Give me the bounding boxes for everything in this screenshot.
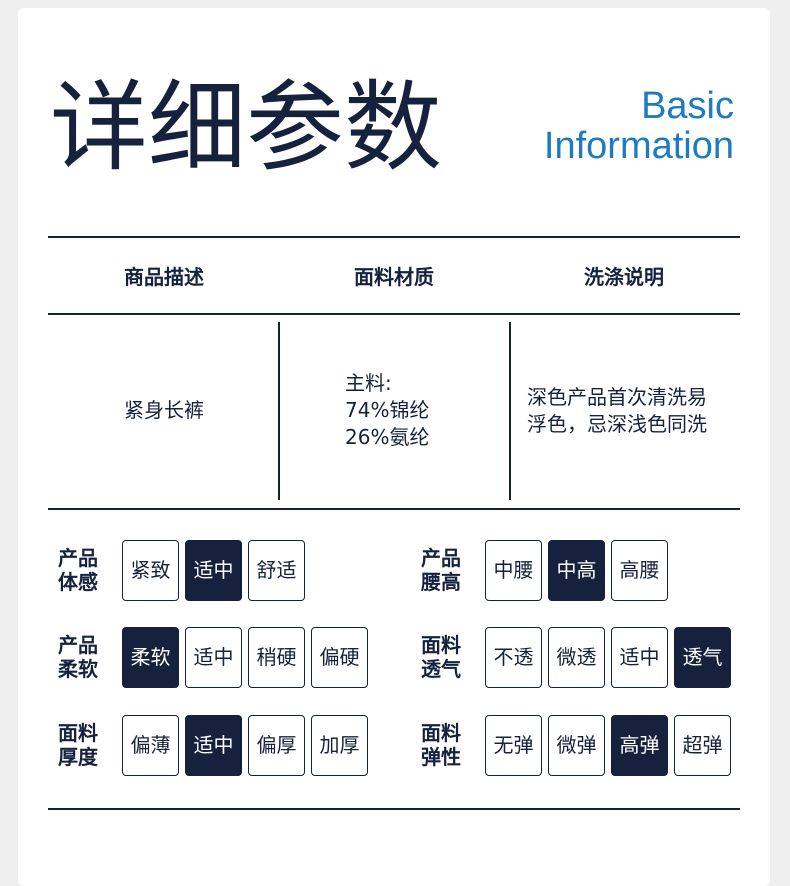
divider-top	[48, 236, 740, 238]
divider-bottom	[48, 808, 740, 810]
attribute-label-line-2: 透气	[421, 657, 461, 681]
attribute-label-line-1: 面料	[421, 721, 461, 745]
page-subtitle: Basic Information	[544, 86, 734, 166]
attribute-option[interactable]: 超弹	[674, 715, 731, 776]
attribute-option-selected[interactable]: 适中	[185, 540, 242, 601]
attribute-label-line-2: 弹性	[421, 745, 461, 769]
attribute-label-line-2: 腰高	[421, 570, 461, 594]
divider-header	[48, 313, 740, 315]
attribute-option[interactable]: 偏硬	[311, 627, 368, 688]
attribute-label-line-1: 产品	[58, 633, 98, 657]
washing-value: 深色产品首次清洗易 浮色，忌深浅色同洗	[527, 384, 707, 438]
attribute-label: 面料弹性	[421, 721, 477, 769]
attribute-option[interactable]: 中腰	[485, 540, 542, 601]
attribute-option-selected[interactable]: 适中	[185, 715, 242, 776]
attribute-option[interactable]: 适中	[185, 627, 242, 688]
attribute-label-line-1: 面料	[58, 721, 98, 745]
material-value: 主料: 74%锦纶 26%氨纶	[345, 370, 429, 451]
attribute-label: 产品腰高	[421, 546, 477, 594]
attribute-option[interactable]: 舒适	[248, 540, 305, 601]
attribute-label: 面料透气	[421, 633, 477, 681]
description-value: 紧身长裤	[124, 398, 204, 422]
washing-line-2: 浮色，忌深浅色同洗	[527, 412, 707, 436]
attribute-label-line-1: 产品	[421, 546, 461, 570]
attribute-label-line-2: 柔软	[58, 657, 98, 681]
attribute-label: 产品体感	[58, 546, 114, 594]
attribute-option[interactable]: 微透	[548, 627, 605, 688]
attribute-option[interactable]: 偏厚	[248, 715, 305, 776]
attribute-label: 产品柔软	[58, 633, 114, 681]
attribute-option[interactable]: 加厚	[311, 715, 368, 776]
column-divider-1	[278, 322, 280, 500]
attribute-label: 面料厚度	[58, 721, 114, 769]
material-line-3: 26%氨纶	[345, 425, 430, 449]
attribute-option[interactable]: 高腰	[611, 540, 668, 601]
attribute-option[interactable]: 稍硬	[248, 627, 305, 688]
attribute-label-line-2: 体感	[58, 570, 98, 594]
attribute-option[interactable]: 适中	[611, 627, 668, 688]
material-line-1: 主料:	[345, 371, 392, 395]
attribute-option[interactable]: 偏薄	[122, 715, 179, 776]
attribute-label-line-1: 产品	[58, 546, 98, 570]
material-line-2: 74%锦纶	[345, 398, 430, 422]
page-title: 详细参数	[50, 71, 443, 185]
header-material: 面料材质	[354, 265, 434, 289]
subtitle-line-1: Basic	[641, 85, 734, 127]
attribute-option[interactable]: 无弹	[485, 715, 542, 776]
attribute-option[interactable]: 紧致	[122, 540, 179, 601]
attribute-option[interactable]: 不透	[485, 627, 542, 688]
attribute-option-selected[interactable]: 透气	[674, 627, 731, 688]
attribute-option-selected[interactable]: 高弹	[611, 715, 668, 776]
column-divider-2	[509, 322, 511, 500]
attribute-label-line-1: 面料	[421, 633, 461, 657]
attribute-option-selected[interactable]: 柔软	[122, 627, 179, 688]
washing-line-1: 深色产品首次清洗易	[527, 385, 707, 409]
attribute-option-selected[interactable]: 中高	[548, 540, 605, 601]
header-washing: 洗涤说明	[584, 265, 664, 289]
divider-attributes	[48, 508, 740, 510]
subtitle-line-2: Information	[543, 125, 734, 167]
header-description: 商品描述	[124, 265, 204, 289]
attribute-label-line-2: 厚度	[58, 745, 98, 769]
attribute-option[interactable]: 微弹	[548, 715, 605, 776]
